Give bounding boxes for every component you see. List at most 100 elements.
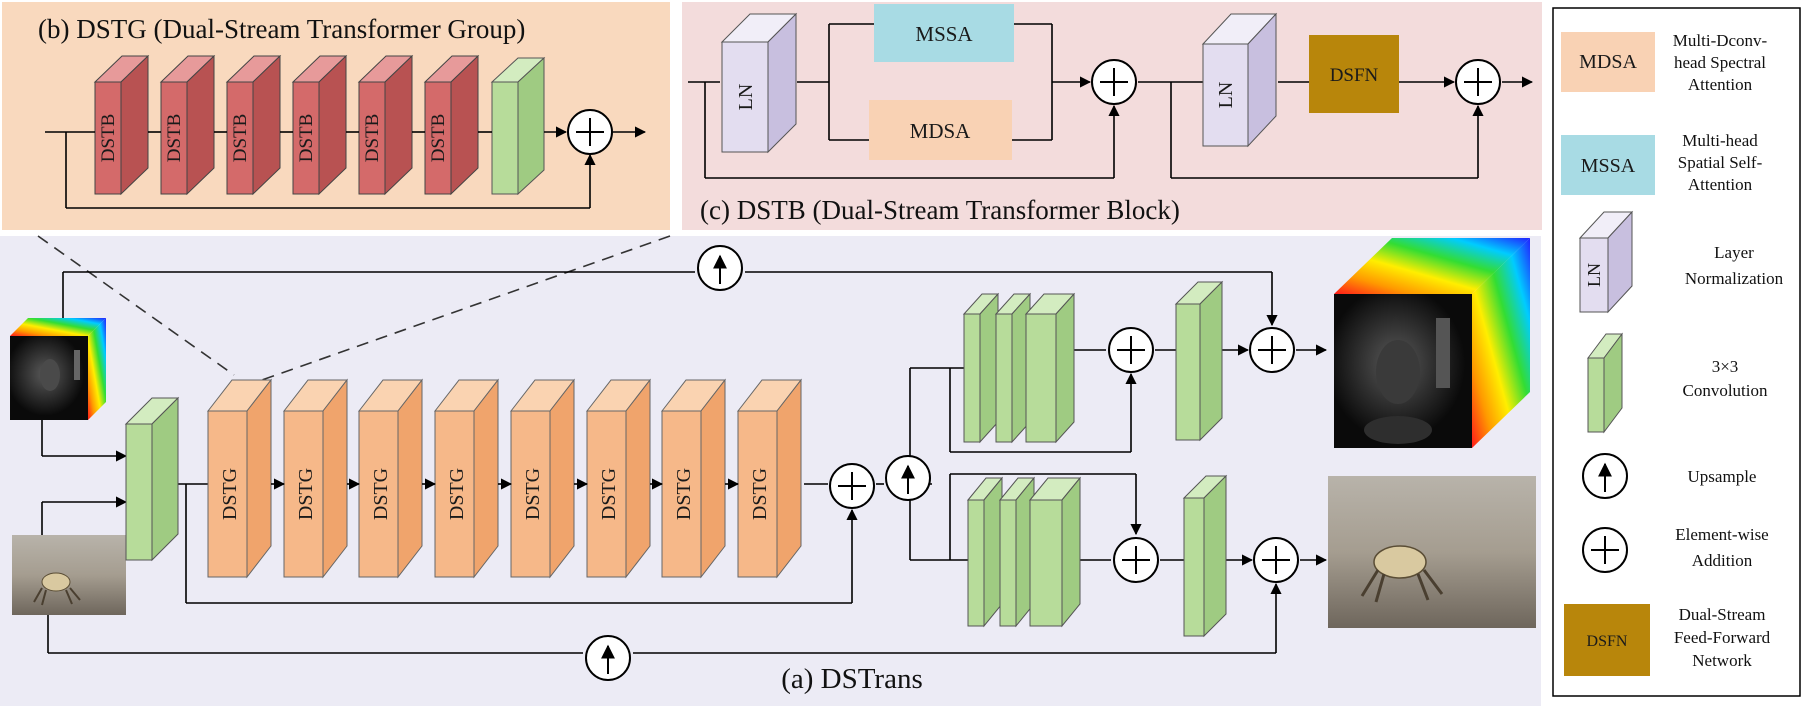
mdsa-label: MDSA	[910, 119, 972, 143]
legend-dsfn-line-1: Dual-Stream	[1679, 605, 1766, 624]
legend-mssa-line-2: Spatial Self-	[1678, 153, 1763, 172]
panel-c-title: (c) DSTB (Dual-Stream Transformer Block)	[700, 195, 1180, 225]
dstb-block-4: DSTB	[291, 54, 348, 196]
conv-block-upper-out	[1174, 280, 1224, 442]
upsample-icon	[585, 635, 631, 681]
input-rgb-image	[12, 535, 126, 615]
dstb-label: DSTB	[428, 114, 449, 163]
dstg-block-8: DSTG	[736, 378, 803, 579]
legend-mssa-symbol: MSSA	[1581, 155, 1636, 177]
dstg-block-1: DSTG	[206, 378, 273, 579]
dstb-label: DSTB	[296, 114, 317, 163]
dstg-label: DSTG	[749, 468, 771, 520]
ln-label: LN	[735, 84, 757, 111]
dstb-block-1: DSTB	[93, 54, 150, 196]
dstb-block-2: DSTB	[159, 54, 216, 196]
legend-ln-symbol: LN	[1584, 263, 1604, 287]
ln-block-c2: LN	[1201, 12, 1278, 148]
dsfn-block	[1309, 35, 1399, 113]
dstg-block-6: DSTG	[585, 378, 652, 579]
ln-block-c1: LN	[720, 12, 798, 154]
dstb-block-3: DSTB	[225, 54, 282, 196]
dstb-label: DSTB	[230, 114, 251, 163]
legend-item-ln: LN Layer Normalization	[1578, 210, 1784, 314]
legend-item-conv: 3×3 Convolution	[1587, 332, 1768, 434]
dstb-block-5: DSTB	[357, 54, 414, 196]
upsample-icon	[697, 245, 743, 291]
legend-mdsa-line-1: Multi-Dconv-	[1673, 31, 1768, 50]
upsample-icon	[1582, 453, 1628, 499]
dstg-block-3: DSTG	[357, 378, 424, 579]
conv-block-input	[124, 396, 180, 562]
legend-add-line-1: Element-wise	[1675, 525, 1768, 544]
panel-b-title: (b) DSTG (Dual-Stream Transformer Group)	[38, 14, 525, 44]
legend-mdsa-swatch	[1561, 32, 1655, 92]
dstg-label: DSTG	[370, 468, 392, 520]
dstg-label: DSTG	[446, 468, 468, 520]
dstg-block-7: DSTG	[660, 378, 727, 579]
panel-a-lines	[41, 271, 1328, 654]
legend-mssa-line-3: Attention	[1688, 175, 1753, 194]
add-icon	[1091, 59, 1137, 105]
dstg-label: DSTG	[295, 468, 317, 520]
dstg-block-4: DSTG	[433, 378, 500, 579]
output-rgb-image	[1328, 476, 1536, 628]
legend-item-upsample: Upsample	[1582, 453, 1757, 499]
zoom-line-right	[261, 235, 671, 381]
legend-mdsa-line-3: Attention	[1688, 75, 1753, 94]
dstb-label: DSTB	[164, 114, 185, 163]
legend-conv-line-2: Convolution	[1682, 381, 1768, 400]
legend-dsfn-line-3: Network	[1692, 651, 1752, 670]
output-hyperspectral-cube	[1334, 238, 1530, 448]
legend-add-line-2: Addition	[1692, 551, 1753, 570]
legend-mssa-line-1: Multi-head	[1682, 131, 1758, 150]
add-icon	[1113, 537, 1159, 583]
legend-dsfn-swatch	[1564, 604, 1650, 676]
mdsa-block	[869, 100, 1012, 160]
panel-a-title: (a) DSTrans	[781, 663, 923, 695]
dstg-label: DSTG	[598, 468, 620, 520]
legend-item-mdsa: MDSA Multi-Dconv- head Spectral Attentio…	[1561, 31, 1768, 94]
add-icon	[1108, 327, 1154, 373]
dstg-label: DSTG	[219, 468, 241, 520]
dsfn-label: DSFN	[1330, 65, 1379, 86]
zoom-line-left	[37, 235, 235, 376]
add-icon	[567, 109, 613, 155]
conv-stack-upper	[962, 292, 1076, 444]
dstb-block-6: DSTB	[423, 54, 480, 196]
ln-label: LN	[1215, 82, 1237, 109]
legend-dsfn-symbol: DSFN	[1587, 633, 1628, 650]
legend-dsfn-line-2: Feed-Forward	[1674, 628, 1771, 647]
dstg-block-5: DSTG	[509, 378, 576, 579]
input-hyperspectral-cube	[10, 318, 106, 420]
legend-mdsa-symbol: MDSA	[1579, 51, 1637, 73]
legend-frame	[1552, 7, 1801, 697]
add-icon	[1253, 537, 1299, 583]
legend-item-add: Element-wise Addition	[1582, 525, 1769, 573]
dstg-label: DSTG	[673, 468, 695, 520]
mssa-block	[874, 4, 1014, 62]
add-icon	[829, 463, 875, 509]
conv-stack-lower	[966, 476, 1082, 628]
panel-c-content	[688, 23, 1534, 179]
conv-block-b	[490, 56, 546, 196]
add-icon	[1582, 527, 1628, 573]
mssa-label: MSSA	[915, 22, 973, 46]
legend-ln-line-1: Layer	[1714, 243, 1754, 262]
upsample-icon	[885, 455, 931, 501]
legend-mssa-swatch	[1561, 135, 1655, 195]
legend-conv-line-1: 3×3	[1712, 357, 1739, 376]
add-icon	[1455, 59, 1501, 105]
legend-item-mssa: MSSA Multi-head Spatial Self- Attention	[1561, 131, 1763, 195]
dstg-label: DSTG	[522, 468, 544, 520]
conv-block-lower-out	[1182, 474, 1228, 638]
legend-item-dsfn: DSFN Dual-Stream Feed-Forward Network	[1564, 604, 1771, 676]
panel-b-content	[45, 126, 647, 209]
legend-upsample-line-1: Upsample	[1688, 467, 1757, 486]
legend-mdsa-line-2: head Spectral	[1674, 53, 1766, 72]
legend-ln-line-2: Normalization	[1685, 269, 1784, 288]
dstb-label: DSTB	[362, 114, 383, 163]
dstb-label: DSTB	[98, 114, 119, 163]
dstg-block-2: DSTG	[282, 378, 349, 579]
